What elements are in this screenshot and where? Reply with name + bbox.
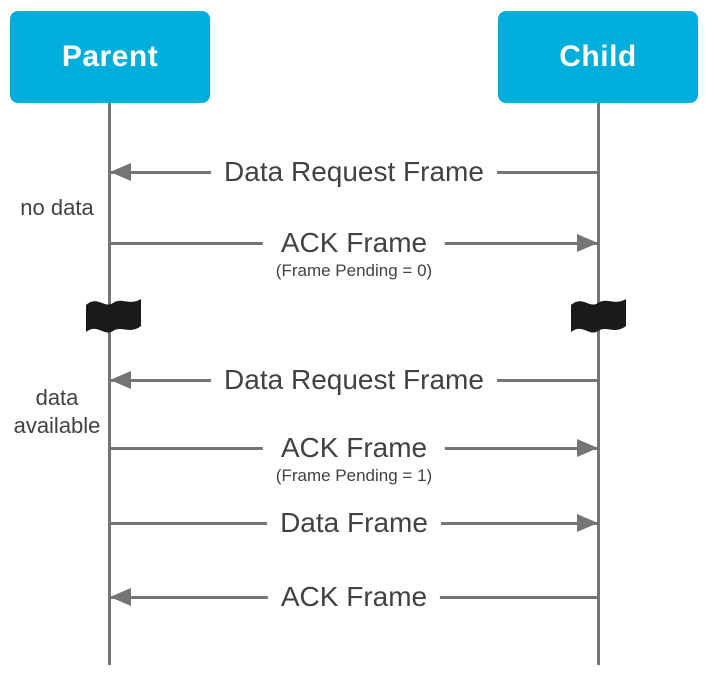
- lifeline-child: [597, 103, 600, 665]
- message-label-wrap: Data Frame: [267, 506, 441, 540]
- message-sublabel: (Frame Pending = 0): [275, 261, 433, 280]
- message-label-wrap: Data Request Frame: [211, 155, 497, 189]
- flag-break-icon: [85, 294, 142, 336]
- message-label-wrap: ACK Frame (Frame Pending = 1): [262, 431, 446, 487]
- message-label: Data Request Frame: [224, 156, 484, 187]
- arrowhead-right-icon: [577, 234, 598, 252]
- message-label-wrap: ACK Frame: [267, 580, 441, 614]
- message-label-wrap: Data Request Frame: [211, 363, 497, 397]
- message-label: ACK Frame: [280, 227, 428, 258]
- arrowhead-right-icon: [577, 439, 598, 457]
- message-label: Data Frame: [280, 507, 428, 538]
- side-note-data-available: data available: [13, 385, 101, 438]
- actor-box-parent: Parent: [10, 11, 210, 103]
- arrowhead-left-icon: [110, 163, 131, 181]
- actor-child-label: Child: [559, 40, 637, 73]
- arrowhead-left-icon: [110, 371, 131, 389]
- message-label: Data Request Frame: [224, 364, 484, 395]
- arrowhead-left-icon: [110, 588, 131, 606]
- message-sublabel: (Frame Pending = 1): [275, 466, 433, 485]
- message-label: ACK Frame: [280, 581, 428, 612]
- actor-box-child: Child: [498, 11, 698, 103]
- arrowhead-right-icon: [577, 514, 598, 532]
- side-note-no-data: no data: [20, 195, 94, 220]
- actor-parent-label: Parent: [61, 40, 159, 73]
- lifeline-parent: [108, 103, 111, 665]
- message-label: ACK Frame: [280, 432, 428, 463]
- flag-break-icon: [570, 294, 627, 336]
- message-label-wrap: ACK Frame (Frame Pending = 0): [262, 226, 446, 282]
